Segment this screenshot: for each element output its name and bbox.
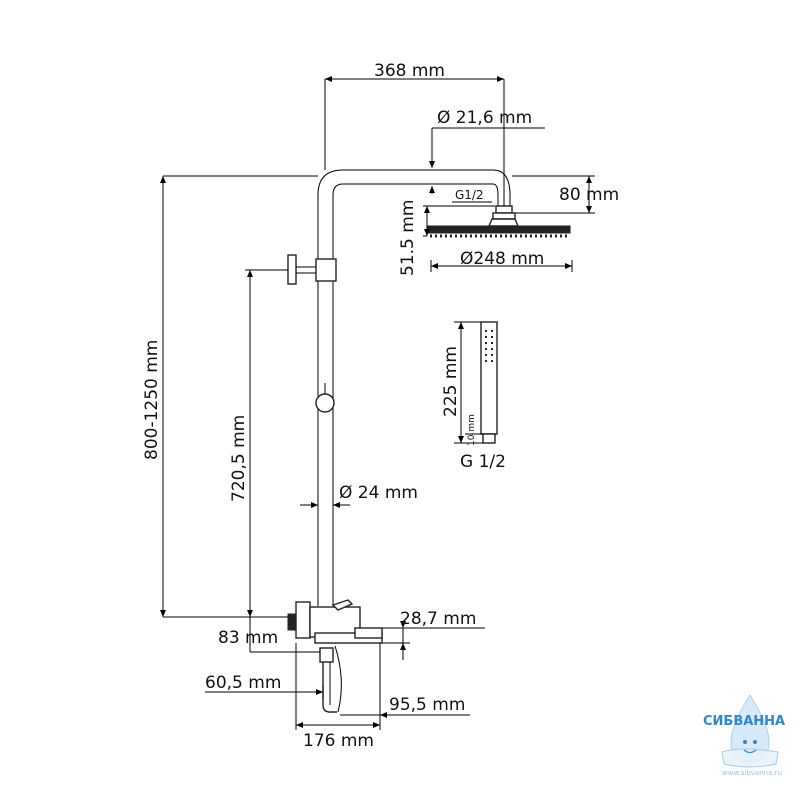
dim-top-width: 368 mm [374, 61, 445, 81]
dim-holder-height: 720,5 mm [229, 415, 249, 502]
dim-outlet-offset: 60,5 mm [205, 673, 281, 693]
dim-head-diameter: Ø248 mm [460, 249, 544, 269]
wall-bracket-upper [287, 254, 337, 285]
brand-watermark: СИБВАННА www.sibvanna.ru [703, 694, 785, 777]
dimension-lines [162, 78, 595, 730]
rain-shower-head [426, 205, 571, 238]
dim-handshower-thread: G 1/2 [460, 452, 506, 472]
dim-spout-height: 28,7 mm [400, 609, 476, 629]
mixer-body [287, 599, 383, 713]
dim-handshower-length: 225 mm [441, 346, 461, 417]
dim-arm-diameter: Ø 21,6 mm [437, 108, 532, 128]
dim-spout-reach: 95,5 mm [389, 695, 465, 715]
dimension-arrows [160, 76, 592, 728]
watermark-url: www.sibvanna.ru [722, 769, 782, 777]
hand-shower [480, 321, 498, 444]
slider-knob [315, 383, 335, 413]
dim-head-height: 51.5 mm [398, 200, 418, 276]
dim-handshower-nut: 10 mm [467, 414, 477, 446]
watermark-brand: СИБВАННА [703, 714, 785, 729]
dim-pipe-diameter: Ø 24 mm [339, 483, 418, 503]
dim-total-height: 800-1250 mm [142, 340, 162, 460]
dim-mixer-height: 83 mm [218, 628, 278, 648]
head-thread-label: G1/2 [455, 188, 484, 202]
dim-head-offset: 80 mm [559, 185, 619, 205]
dim-mixer-width: 176 mm [303, 731, 374, 751]
